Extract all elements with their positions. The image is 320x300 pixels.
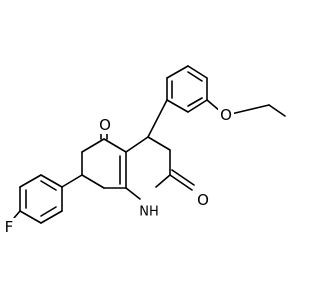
bond-c2-o-2 — [171, 169, 195, 186]
label-bg-o-ketone — [97, 116, 113, 134]
atom-fluorine: F — [5, 218, 14, 236]
bond-c2-o-1 — [169, 174, 193, 191]
atom-nh: NH — [139, 205, 159, 220]
bond-fphenyl-inner-3 — [40, 180, 57, 191]
bond-phenyl-inner-3 — [187, 97, 203, 107]
bond-fphenyl-5 — [19, 174, 42, 188]
bond-phenyl-c4 — [147, 99, 168, 138]
bond-fphenyl-6 — [40, 174, 63, 188]
bond-phenyl-6 — [187, 99, 208, 113]
bonds — [13, 65, 286, 224]
bond-n1-c8a — [125, 187, 141, 200]
bond-fphenyl-3 — [19, 210, 42, 224]
bond-o-aryl — [206, 99, 221, 112]
molecule-structure: O O O NH F — [2, 65, 286, 236]
bond-fphenyl-inner-1 — [40, 206, 57, 217]
label-bg-nh — [138, 203, 160, 221]
bond-c4-c3b — [147, 136, 171, 151]
bond-phenyl-2 — [187, 65, 208, 79]
bond-c5-c6 — [81, 138, 105, 153]
label-bg-fluorine — [2, 218, 16, 236]
bond-phenyl-3 — [166, 65, 189, 79]
structure-canvas: O O O NH F — [2, 65, 286, 236]
bond-ch2-o — [230, 104, 270, 115]
bond-c2-n1 — [155, 174, 171, 188]
label-bg-o-ether — [218, 106, 234, 124]
atom-o-ether: O — [220, 106, 232, 124]
bond-fphenyl-2 — [40, 210, 63, 224]
bond-c7-fluorophenyl — [61, 174, 83, 188]
bond-c4-c4a — [125, 136, 149, 153]
atom-o-amide: O — [197, 191, 209, 209]
bond-phenyl-5 — [166, 99, 189, 113]
label-bg-o-amide — [195, 191, 211, 209]
bond-phenyl-inner-1 — [187, 71, 203, 82]
bond-fphenyl-f — [13, 210, 21, 219]
bond-c4a-c5 — [103, 138, 127, 153]
atom-labels: O O O NH F — [2, 106, 234, 236]
bond-ch3-ch2 — [268, 104, 286, 117]
atom-o-ketone: O — [99, 116, 111, 134]
bond-c7-c8 — [81, 174, 105, 189]
